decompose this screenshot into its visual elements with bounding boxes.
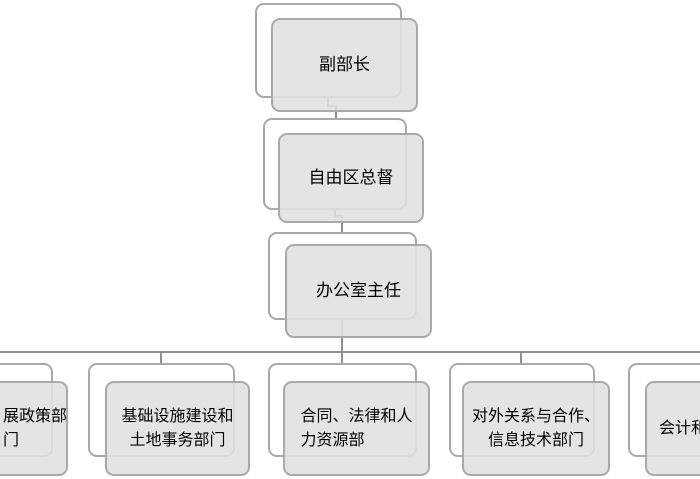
node-dept-contracts-legal-hr[interactable]: 合同、法律和人 力资源部 (283, 381, 430, 476)
node-dept-accounting-label: 会计和 (659, 419, 700, 437)
node-dept-external-relations-it[interactable]: 对外关系与合作、 信息技术部门 (462, 381, 610, 476)
connector-horizontal-rail (0, 351, 700, 353)
node-dept-infrastructure-land-label: 基础设施建设和 土地事务部门 (121, 407, 234, 449)
node-office-director-label: 办公室主任 (316, 281, 401, 300)
node-vice-minister[interactable]: 副部长 (271, 18, 418, 112)
node-free-zone-governor-label: 自由区总督 (308, 168, 394, 187)
connector-l2-l3-segment (341, 215, 343, 233)
node-office-director[interactable]: 办公室主任 (285, 244, 432, 338)
node-dept-contracts-legal-hr-label: 合同、法律和人 力资源部 (300, 407, 413, 449)
connector-stub-dept-2 (160, 351, 162, 364)
node-dept-external-relations-it-label: 对外关系与合作、 信息技术部门 (471, 407, 600, 449)
connector-l3-rail (341, 318, 343, 364)
node-vice-minister-label: 副部长 (319, 55, 370, 74)
node-dept-accounting[interactable]: 会计和 (645, 381, 700, 476)
node-dept-policy[interactable]: 展政策部 门 (0, 381, 68, 476)
node-dept-policy-label: 展政策部 门 (3, 407, 68, 449)
node-free-zone-governor[interactable]: 自由区总督 (278, 133, 424, 223)
connector-stub-dept-4 (520, 351, 522, 364)
connector-l1-l2-segment (335, 105, 337, 120)
node-dept-infrastructure-land[interactable]: 基础设施建设和 土地事务部门 (105, 381, 250, 476)
